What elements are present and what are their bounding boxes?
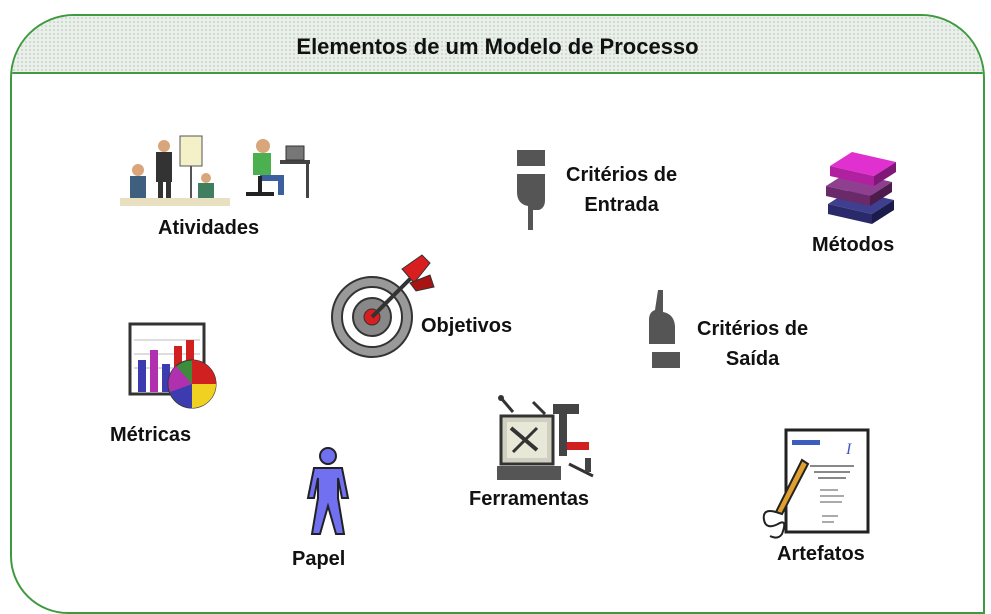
label-metricas: Métricas: [110, 424, 192, 446]
label-artefatos: Artefatos: [777, 543, 865, 565]
title-bar: Elementos de um Modelo de Processo: [12, 16, 983, 74]
person-icon: [306, 447, 350, 535]
label-ferramentas: Ferramentas: [469, 488, 590, 510]
label-objetivos: Objetivos: [421, 315, 513, 337]
diagram-frame: Elementos de um Modelo de Processo: [10, 14, 985, 614]
svg-text:I: I: [845, 441, 852, 458]
label-criterios-entrada: Critérios de Entrada: [566, 160, 677, 220]
criterios-entrada-line2: Entrada: [584, 194, 659, 216]
document-pen-icon: I: [762, 428, 870, 539]
criterios-saida-line2: Saída: [725, 348, 780, 370]
label-atividades: Atividades: [158, 217, 260, 239]
hand-pointing-up-icon: [649, 290, 680, 368]
label-metodos: Métodos: [812, 234, 895, 256]
people-working-icon: [120, 135, 310, 206]
target-dart-icon: [331, 254, 435, 358]
criterios-entrada-line1: Critérios de: [566, 164, 678, 186]
hand-pointing-down-icon: [517, 150, 545, 230]
label-criterios-saida: Critérios de Saída: [697, 314, 808, 374]
diagram-title: Elementos de um Modelo de Processo: [296, 34, 699, 59]
stack-of-books-icon: [826, 152, 896, 224]
label-papel: Papel: [292, 548, 346, 570]
chart-icon: [128, 322, 217, 409]
tools-machine-icon: [497, 395, 594, 480]
criterios-saida-line1: Critérios de: [697, 318, 809, 340]
